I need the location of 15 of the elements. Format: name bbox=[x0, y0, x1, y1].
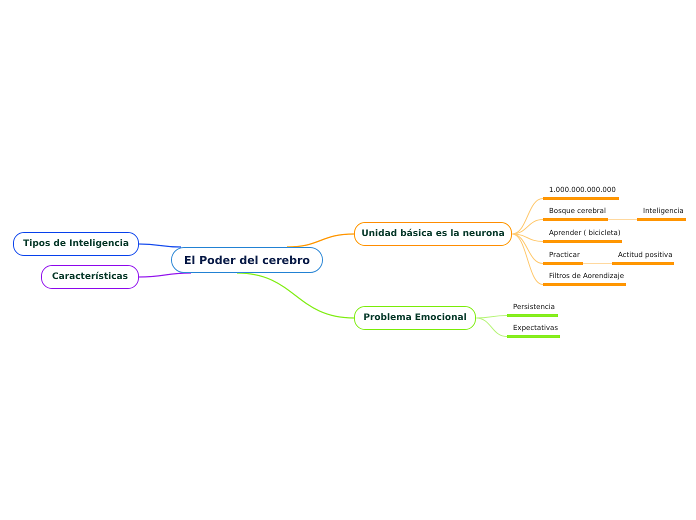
connector-line bbox=[236, 272, 354, 319]
connector-line bbox=[476, 318, 508, 337]
central-topic: El Poder del cerebro bbox=[171, 247, 323, 273]
connector-line bbox=[608, 219, 638, 220]
topic-box: Unidad básica es la neurona bbox=[354, 222, 512, 246]
connector-line bbox=[582, 263, 612, 264]
connector-line bbox=[139, 272, 191, 278]
connector-line bbox=[512, 198, 544, 234]
topic-box: Problema Emocional bbox=[354, 306, 476, 330]
connector-line bbox=[139, 243, 181, 248]
topic-box: Características bbox=[41, 265, 139, 289]
connector-line bbox=[286, 233, 354, 248]
connector-line bbox=[512, 234, 544, 242]
topic-box: Tipos de Inteligencia bbox=[13, 232, 139, 256]
connector-line bbox=[512, 234, 544, 285]
